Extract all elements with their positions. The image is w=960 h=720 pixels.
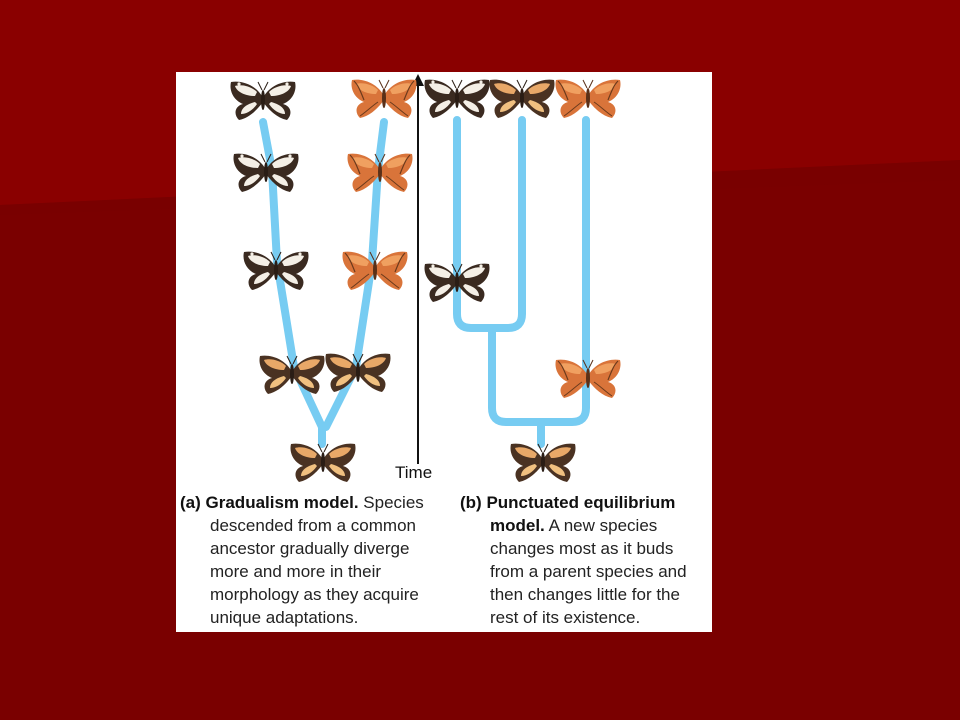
butterfly-icon — [350, 79, 418, 119]
time-axis-label: Time — [395, 463, 433, 482]
gradualism-lineages — [259, 118, 388, 448]
caption-title-b-second: model. — [490, 516, 545, 535]
butterfly-icon — [230, 81, 296, 121]
gradualism-caption: (a) Gradualism model. Species descended … — [180, 491, 448, 629]
caption-title-b: Punctuated equilibrium — [486, 493, 676, 512]
caption-text-b: changes most as it buds from a parent sp… — [490, 539, 687, 627]
lineage-diagram — [230, 74, 622, 483]
caption-title-a: Gradualism model. — [205, 493, 359, 512]
caption-letter-b: (b) — [460, 493, 482, 512]
butterfly-icon — [554, 79, 622, 119]
caption-text-a-first: Species — [363, 493, 424, 512]
butterfly-icon — [489, 79, 555, 119]
evolution-figure: Time (a) Gradualism model. Species desce… — [176, 72, 712, 632]
caption-text-b-first: A new species — [548, 516, 658, 535]
punctuated-lineages — [453, 116, 590, 448]
caption-text-a: descended from a common ancestor gradual… — [210, 516, 419, 627]
caption-letter-a: (a) — [180, 493, 201, 512]
butterfly-icon — [510, 443, 576, 483]
butterfly-icon — [424, 79, 490, 119]
punctuated-caption: (b) Punctuated equilibrium model. A new … — [460, 491, 710, 629]
time-arrow-icon — [412, 74, 424, 464]
butterfly-icon — [290, 443, 356, 483]
